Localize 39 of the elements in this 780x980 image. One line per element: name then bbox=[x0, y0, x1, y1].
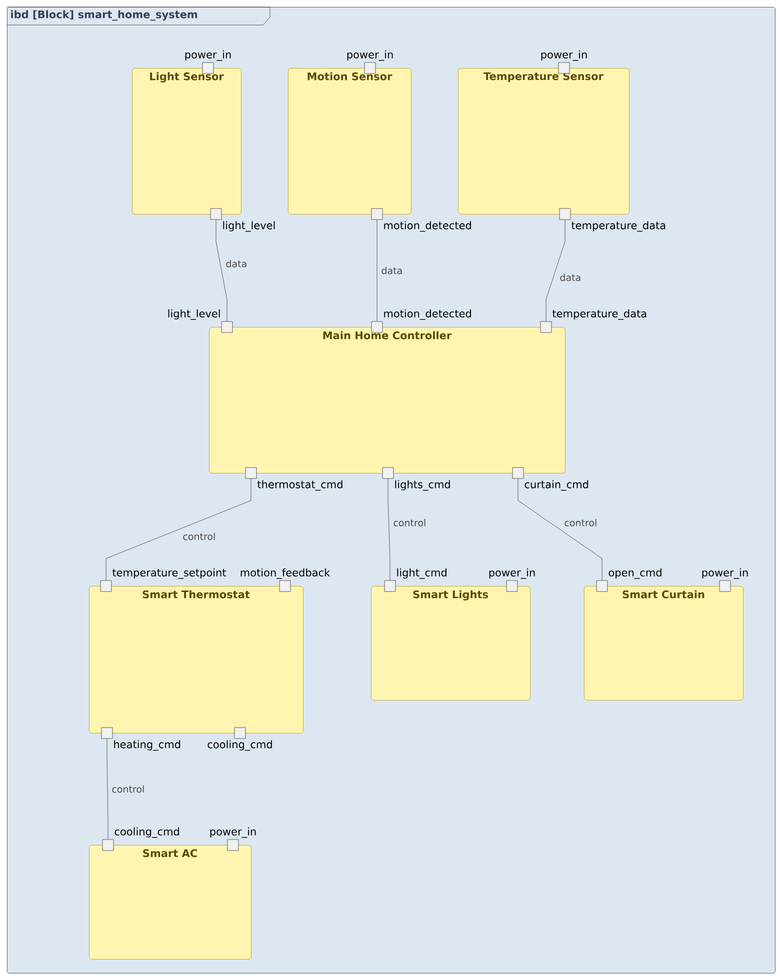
port-label: power_in bbox=[210, 827, 256, 838]
port-label: open_cmd bbox=[608, 568, 662, 579]
connector bbox=[388, 478, 390, 580]
port-label: light_cmd bbox=[397, 568, 446, 579]
port-label: power_in bbox=[185, 50, 231, 61]
block-box: Smart AC bbox=[89, 845, 252, 960]
connector bbox=[106, 478, 252, 580]
edge-label: data bbox=[558, 272, 582, 282]
port-label: light_level bbox=[168, 309, 220, 320]
block-box: Main Home Controller bbox=[209, 327, 566, 474]
port-label: power_in bbox=[347, 50, 393, 61]
block-box: Smart Thermostat bbox=[89, 586, 304, 734]
port-label: lights_cmd bbox=[395, 480, 450, 491]
connector bbox=[376, 220, 378, 322]
edge-label: control bbox=[182, 532, 217, 542]
block-box: Light Sensor bbox=[132, 68, 242, 214]
port-label: power_in bbox=[489, 568, 535, 579]
block-box: Smart Lights bbox=[371, 586, 530, 700]
connector bbox=[106, 738, 108, 840]
port-label: heating_cmd bbox=[114, 740, 180, 751]
port-label: motion_detected bbox=[384, 309, 471, 320]
block-box: Motion Sensor bbox=[288, 68, 412, 214]
block-box: Smart Curtain bbox=[584, 586, 744, 700]
port-label: cooling_cmd bbox=[208, 740, 272, 751]
port-label: thermostat_cmd bbox=[257, 480, 342, 491]
port-label: temperature_data bbox=[552, 309, 646, 320]
port-label: power_in bbox=[541, 50, 587, 61]
port-label: motion_feedback bbox=[240, 568, 330, 579]
port-label: temperature_data bbox=[571, 221, 666, 232]
connector bbox=[546, 220, 566, 322]
port-label: temperature_setpoint bbox=[112, 568, 226, 579]
port-label: power_in bbox=[702, 568, 748, 579]
port-label: cooling_cmd bbox=[114, 827, 179, 838]
connector bbox=[518, 478, 602, 580]
port-label: motion_detected bbox=[384, 221, 471, 232]
block-box: Temperature Sensor bbox=[458, 68, 630, 214]
port-label: light_level bbox=[223, 221, 275, 232]
port-label: curtain_cmd bbox=[524, 480, 588, 491]
connector bbox=[216, 220, 228, 322]
